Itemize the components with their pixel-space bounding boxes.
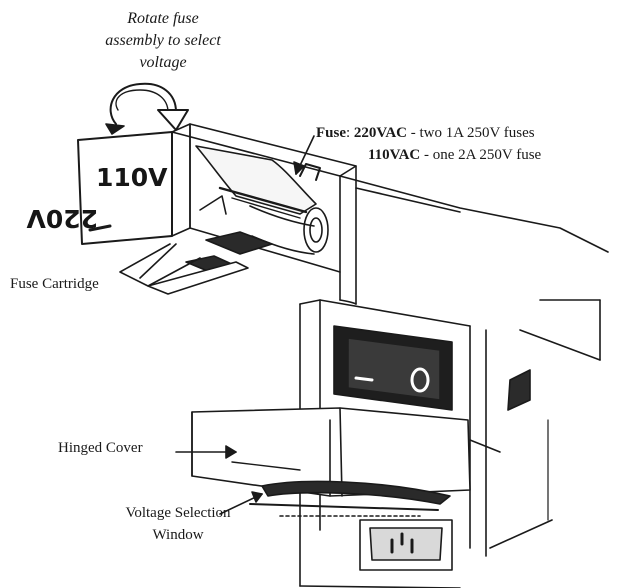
voltage-window-line-2: Window — [152, 527, 204, 543]
cartridge-face: 110V 220V — [26, 163, 168, 233]
iec-inlet — [359, 519, 453, 571]
rotate-arrow-icon — [105, 82, 189, 135]
fuse-110vac-desc: - one 2A 250V fuse — [420, 147, 542, 163]
fuse-cartridge-body — [77, 123, 357, 295]
hinged-cover-arrow-icon — [225, 445, 237, 459]
rotate-instruction-line-3: voltage — [139, 54, 187, 71]
fuse-cartridge-label: Fuse Cartridge — [10, 276, 99, 292]
fuse-spec-label: Fuse: 220VAC - two 1A 250V fuses 110VAC … — [316, 122, 541, 166]
rotate-instruction-line-2: assembly to select — [105, 32, 221, 49]
hinged-cover-panel — [191, 407, 471, 517]
voltage-110-marking: 110V — [96, 163, 168, 192]
fuse-spec-line-1: Fuse: 220VAC - two 1A 250V fuses — [316, 122, 541, 144]
voltage-window-arrow-icon — [251, 491, 263, 503]
fuse-cartridge-leader — [139, 243, 177, 279]
voltage-selection-window-label: Voltage Selection Window — [108, 502, 248, 546]
fuse-colon: : — [346, 125, 351, 141]
rotate-instruction: Rotate fuse assembly to select voltage — [88, 8, 238, 74]
fuse-220vac: 220VAC — [353, 125, 407, 141]
voltage-window-line-1: Voltage Selection — [125, 505, 231, 521]
fuse-title: Fuse — [316, 125, 346, 141]
power-switch — [333, 325, 453, 411]
rotate-instruction-line-1: Rotate fuse — [127, 10, 199, 27]
voltage-220-marking: 220V — [26, 204, 98, 233]
power-entry-housing — [299, 165, 609, 588]
hinged-cover-label: Hinged Cover — [58, 440, 143, 456]
fuse-spec-line-2: 110VAC - one 2A 250V fuse — [316, 144, 541, 166]
fuse-220vac-desc: - two 1A 250V fuses — [407, 125, 535, 141]
fuse-110vac: 110VAC — [368, 147, 421, 163]
fuse-arrow-icon — [293, 161, 305, 175]
